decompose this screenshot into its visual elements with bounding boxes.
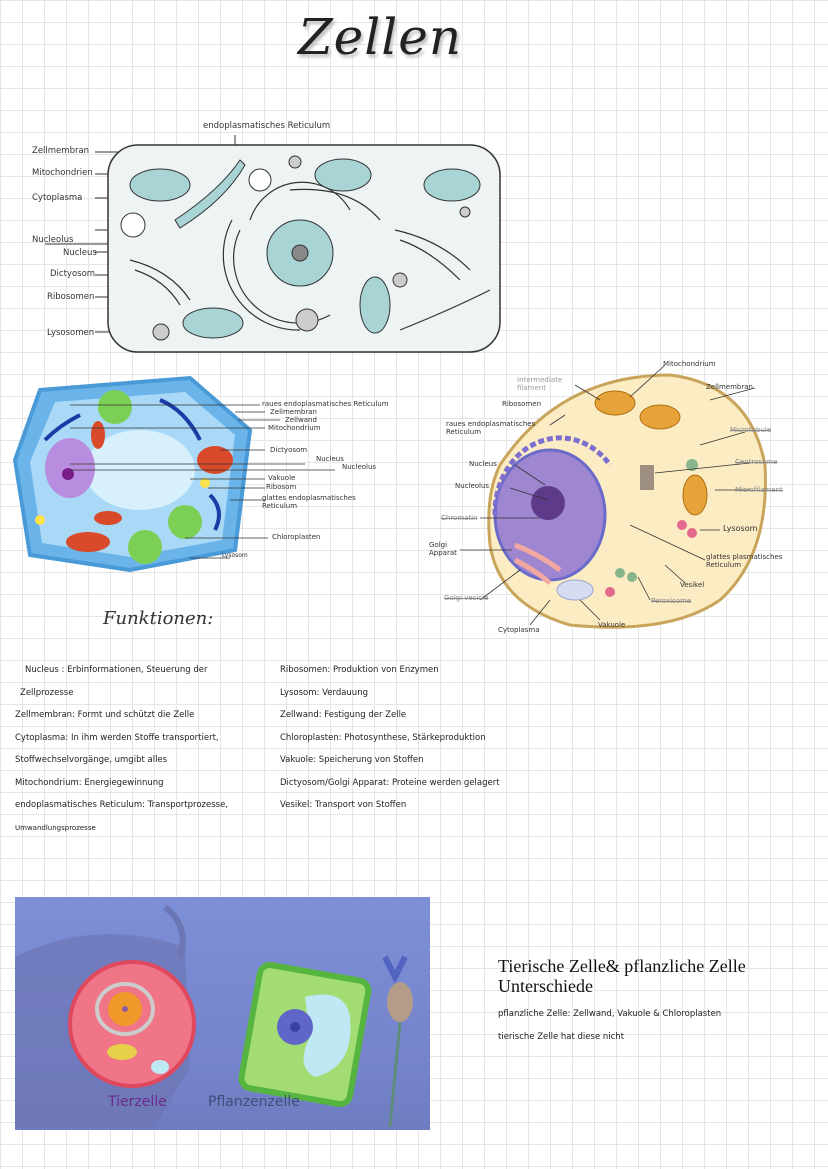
label: Vakuole bbox=[268, 474, 296, 482]
label: Vakuole bbox=[598, 621, 626, 629]
comparison-note: tierische Zelle hat diese nicht bbox=[498, 1032, 625, 1042]
caption-pflanzenzelle: Pflanzenzelle bbox=[208, 1094, 300, 1110]
label: Nucleolus bbox=[342, 463, 377, 471]
label: raues endoplasmatisches Reticulum bbox=[262, 400, 389, 408]
label: Intermediate filament bbox=[517, 376, 563, 392]
functions-right-column: Ribosomen: Produktion von Enzymen Lysoso… bbox=[280, 659, 500, 817]
function-line: Ribosomen: Produktion von Enzymen bbox=[280, 665, 439, 675]
label: Microtubule bbox=[730, 426, 772, 434]
function-line: Zellwand: Festigung der Zelle bbox=[280, 710, 407, 720]
cell-comparison-image: Tierzelle Pflanzenzelle bbox=[15, 897, 430, 1130]
page-title: Zellen bbox=[297, 8, 463, 66]
functions-left-column: Nucleus : Erbinformationen, Steuerung de… bbox=[15, 659, 228, 839]
caption-tierzelle: Tierzelle bbox=[108, 1094, 167, 1110]
cell-comparison-illustration bbox=[15, 904, 413, 1128]
heading-line: Tierische Zelle& pflanzliche Zelle bbox=[498, 956, 746, 976]
label-er: endoplasmatisches Reticulum bbox=[203, 121, 331, 131]
function-line: Zellmembran: Formt und schützt die Zelle bbox=[15, 710, 195, 720]
label: Zellmembran bbox=[32, 146, 90, 156]
label: Nucleolus bbox=[32, 235, 74, 245]
label: Mitochondrien bbox=[32, 168, 93, 178]
function-line: Vakuole: Speicherung von Stoffen bbox=[280, 755, 424, 765]
function-line: Chloroplasten: Photosynthese, Stärkeprod… bbox=[280, 732, 486, 743]
label: Golgi vesicle bbox=[444, 594, 489, 602]
label: glattes plasmatisches Reticulum bbox=[706, 553, 783, 569]
function-line: Cytoplasma: In ihm werden Stoffe transpo… bbox=[15, 732, 219, 743]
label: Vesikel bbox=[680, 581, 705, 589]
label: Dictyosom bbox=[270, 446, 308, 454]
function-line: Vesikel: Transport von Stoffen bbox=[280, 800, 407, 810]
function-line: Mitochondrium: Energiegewinnung bbox=[15, 777, 164, 788]
label: Zellmembran bbox=[270, 408, 317, 416]
label: Nucleus bbox=[63, 248, 97, 258]
plant-cell-diagram bbox=[12, 375, 335, 573]
label: Ribosomen bbox=[47, 292, 95, 302]
function-line: Dictyosom/Golgi Apparat: Proteine werden… bbox=[280, 777, 500, 788]
function-line: Umwandlungsprozesse bbox=[15, 823, 96, 832]
comparison-heading: Tierische Zelle& pflanzliche Zelle Unter… bbox=[498, 956, 746, 996]
label: Chromatin bbox=[441, 514, 478, 522]
label: Microfilament bbox=[735, 486, 783, 494]
function-line: Nucleus : Erbinformationen, Steuerung de… bbox=[25, 665, 208, 675]
label: Lysosom bbox=[222, 552, 248, 559]
function-line: endoplasmatisches Reticulum: Transportpr… bbox=[15, 800, 229, 810]
comparison-note: pflanzliche Zelle: Zellwand, Vakuole & C… bbox=[498, 1009, 722, 1019]
label: Zellmembran bbox=[706, 383, 753, 391]
animal-cell-diagram bbox=[460, 364, 767, 629]
functions-heading: Funktionen: bbox=[103, 608, 214, 629]
label: glattes endoplasmatisches Reticulum bbox=[262, 494, 356, 510]
label: Ribosomen bbox=[502, 400, 542, 408]
label: Ribosom bbox=[266, 483, 297, 491]
label: Mitochondrium bbox=[268, 424, 321, 432]
heading-line: Unterschiede bbox=[498, 976, 593, 996]
function-line: Lysosom: Verdauung bbox=[280, 687, 368, 698]
label: Peroxisome bbox=[651, 597, 692, 605]
label: Centrosome bbox=[735, 458, 778, 466]
label: Dictyosom bbox=[50, 269, 96, 279]
function-line: Stoffwechselvorgänge, umgibt alles bbox=[15, 755, 168, 765]
label: Golgi Apparat bbox=[429, 541, 457, 557]
label: raues endoplasmatisches Reticulum bbox=[446, 420, 536, 436]
cell-diagram-generic bbox=[45, 135, 501, 353]
label: Nucleus bbox=[469, 460, 497, 468]
label: Nucleolus bbox=[455, 482, 490, 490]
label: Mitochondrium bbox=[663, 360, 716, 368]
function-line: Zellprozesse bbox=[20, 687, 74, 698]
label: Lysosom bbox=[723, 524, 758, 533]
label: Zellwand bbox=[285, 416, 317, 424]
label: Chloroplasten bbox=[272, 533, 321, 541]
label: Cytoplasma bbox=[498, 626, 540, 634]
label: Nucleus bbox=[316, 455, 344, 463]
label: Cytoplasma bbox=[32, 193, 83, 203]
label: Lysosomen bbox=[47, 328, 95, 338]
